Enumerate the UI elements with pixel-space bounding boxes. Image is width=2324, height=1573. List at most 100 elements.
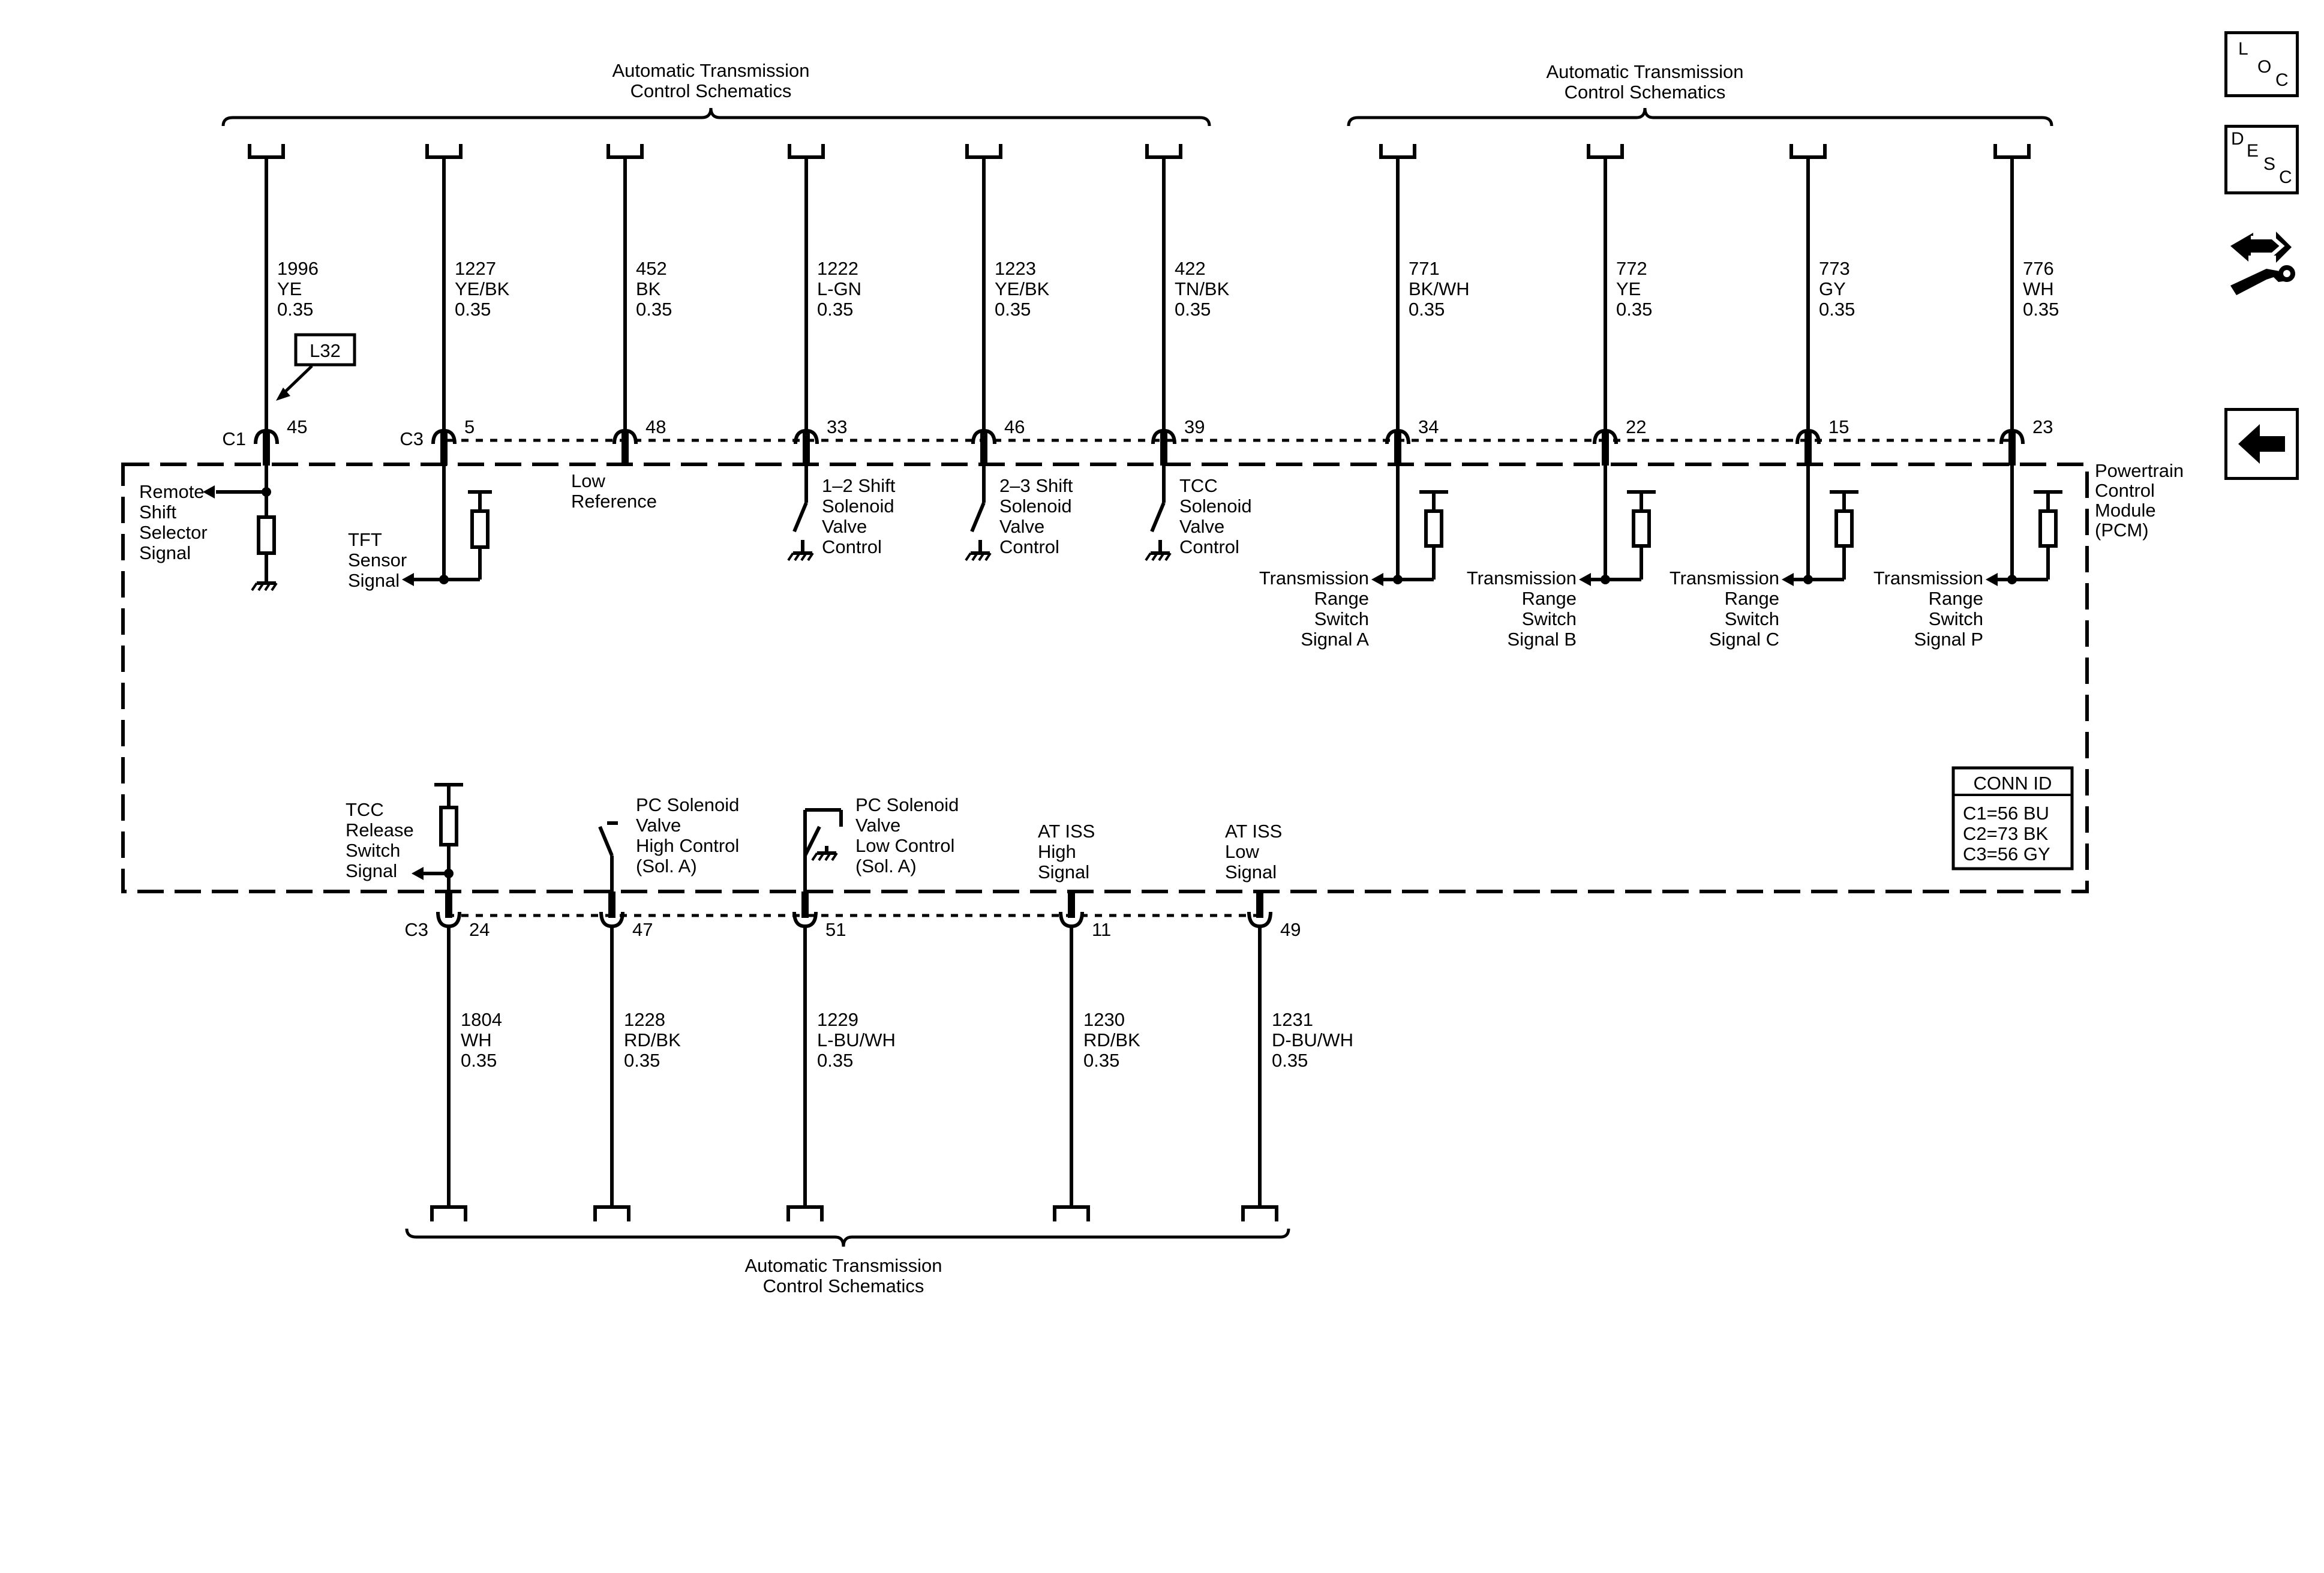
- ground-hatch: [965, 552, 972, 562]
- tft-sensor-label: TFT: [348, 529, 382, 550]
- pin-number: 22: [1626, 416, 1646, 437]
- desc-letter: S: [2263, 154, 2276, 174]
- conn-id-table: CONN ID C1=56 BU C2=73 BK C3=56 GY: [1951, 766, 2074, 870]
- terminal-cap: [786, 1205, 824, 1221]
- connector-pin-arc: [1151, 428, 1176, 445]
- connector-pin-arc: [971, 428, 996, 445]
- header-group-top-right[interactable]: Automatic Transmission Control Schematic…: [1347, 61, 2053, 127]
- ground-hatch: [787, 552, 794, 562]
- ground-hatch: [978, 552, 985, 562]
- tft-sensor-label: Sensor: [348, 550, 407, 571]
- ground-hatch: [1158, 552, 1165, 562]
- solenoid-label: Control: [822, 536, 882, 557]
- terminal-cap: [1789, 144, 1827, 159]
- terminal-cap: [593, 1205, 630, 1221]
- iss-low-label: Signal: [1225, 861, 1277, 882]
- location-button[interactable]: L O C: [2224, 31, 2299, 97]
- description-button[interactable]: D E S C: [2224, 125, 2299, 194]
- low-reference-label: Low: [571, 470, 605, 491]
- circuit-number: 1996: [277, 258, 319, 279]
- range-switch-label: Signal A: [1301, 629, 1369, 650]
- solenoid-label: Valve: [822, 516, 867, 537]
- wire-gauge: 0.35: [817, 1050, 853, 1071]
- signal-arrow: [1986, 573, 1998, 586]
- signal-arrow: [1782, 573, 1794, 586]
- conn-id-title: CONN ID: [1974, 773, 2052, 794]
- pcm-label-line: Powertrain: [2095, 460, 2184, 481]
- header-group-bottom[interactable]: Automatic Transmission Control Schematic…: [405, 1228, 1290, 1296]
- ground-hatch: [971, 552, 978, 562]
- wire-color: TN/BK: [1175, 278, 1230, 299]
- pcm-label-line: Module: [2095, 500, 2156, 521]
- option-tag-l32[interactable]: L32: [276, 333, 356, 401]
- wire-color: YE: [277, 278, 302, 299]
- iss-low-label: AT ISS: [1225, 821, 1282, 842]
- wire-color: RD/BK: [624, 1029, 681, 1050]
- wire-color: L-GN: [817, 278, 861, 299]
- terminal-cap: [1145, 144, 1182, 159]
- circuit-number: 1222: [817, 258, 858, 279]
- circuit-number: 1223: [995, 258, 1036, 279]
- ground-hatch: [984, 552, 992, 562]
- resistor: [439, 806, 458, 846]
- circuit-number: 773: [1819, 258, 1850, 279]
- wire-gauge: 0.35: [1409, 299, 1445, 320]
- header-title-line1: Automatic Transmission: [1546, 61, 1743, 82]
- solenoid-label: Control: [1179, 536, 1239, 557]
- header-title-line2: Control Schematics: [630, 80, 792, 101]
- header-group-top-left[interactable]: Automatic Transmission Control Schematic…: [221, 60, 1211, 127]
- connector-pin-arc: [1795, 428, 1821, 445]
- tcc-release-label: TCC: [346, 799, 384, 820]
- connector-id: C1: [222, 428, 246, 449]
- wire-color: YE: [1616, 278, 1641, 299]
- switch-blade: [1150, 502, 1166, 533]
- pin-number: 11: [1092, 919, 1111, 940]
- ground-hatch: [824, 852, 831, 861]
- solenoid-label: Valve: [1179, 516, 1224, 537]
- low-reference-label: Reference: [571, 491, 657, 512]
- tcc-release-label: Switch: [346, 840, 400, 861]
- pcm-boundary: [121, 463, 2089, 893]
- iss-high-label: AT ISS: [1038, 821, 1095, 842]
- pin-number: 48: [645, 416, 666, 437]
- wire-gauge: 0.35: [995, 299, 1031, 320]
- wire-color: L-BU/WH: [817, 1029, 896, 1050]
- wire-color: GY: [1819, 278, 1846, 299]
- ground-hatch: [251, 582, 258, 592]
- back-button[interactable]: [2224, 408, 2299, 480]
- wire-color: WH: [2023, 278, 2054, 299]
- wire-gauge: 0.35: [1819, 299, 1855, 320]
- pcm-label: Powertrain Control Module (PCM): [2095, 460, 2184, 541]
- terminal-cap: [430, 1205, 467, 1221]
- tcc-release-label: Signal: [346, 860, 397, 881]
- terminal-cap: [965, 144, 1002, 159]
- wire-color: WH: [461, 1029, 492, 1050]
- terminal-cap: [1993, 144, 2031, 159]
- wire-color: YE/BK: [455, 278, 510, 299]
- circuit-number: 422: [1175, 258, 1206, 279]
- iss-low-label: Low: [1225, 841, 1259, 862]
- connector-pin-arc: [1593, 428, 1618, 445]
- remote-shift-label: Shift: [139, 502, 176, 523]
- tools-button[interactable]: [2224, 215, 2299, 299]
- desc-letter: C: [2279, 167, 2292, 187]
- pin-number: 46: [1004, 416, 1025, 437]
- range-switch-label: Signal P: [1914, 629, 1983, 650]
- header-brace: [405, 1228, 1290, 1247]
